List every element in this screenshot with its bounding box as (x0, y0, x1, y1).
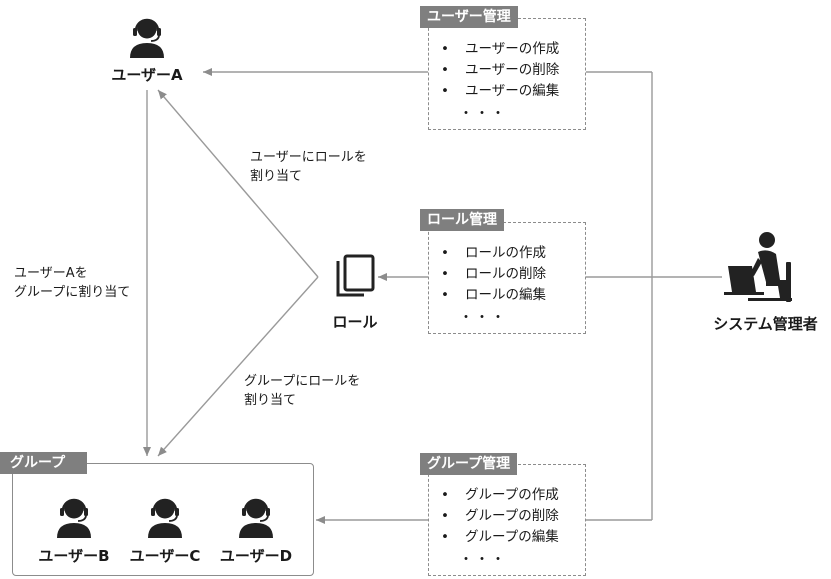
edge-label-assign-role-user: ユーザーにロールを 割り当て (250, 150, 367, 184)
group-title: グループ (0, 452, 88, 474)
role-copy-icon (336, 254, 375, 297)
role-label: ロール (332, 313, 378, 331)
group-management-box: •グループの作成 •グループの削除 •グループの編集 ・・・ (428, 464, 586, 576)
user-b-label: ユーザーB (38, 547, 110, 565)
edge-label-assign-group: ユーザーAを グループに割り当て (14, 266, 131, 300)
user-management-box: •ユーザーの作成 •ユーザーの削除 •ユーザーの編集 ・・・ (428, 18, 586, 130)
role-management-list: •ロールの作成 •ロールの削除 •ロールの編集 (441, 243, 546, 306)
group-frame (12, 463, 314, 576)
group-management-title: グループ管理 (420, 453, 518, 475)
list-item: •ロールの編集 (441, 287, 546, 303)
user-c-label: ユーザーC (129, 547, 201, 565)
role-management-box: •ロールの作成 •ロールの削除 •ロールの編集 ・・・ (428, 222, 586, 334)
list-item: •グループの編集 (441, 529, 559, 545)
more-ellipsis: ・・・ (459, 310, 507, 326)
role-to-group-arrow (157, 276, 319, 457)
role-management-title: ロール管理 (420, 209, 504, 231)
list-item: •ユーザーの編集 (441, 83, 560, 99)
more-ellipsis: ・・・ (459, 106, 507, 122)
user-a-headset-icon (130, 18, 164, 58)
user-c-headset-icon (148, 498, 182, 538)
role-to-user-arrow (157, 89, 319, 278)
list-item: •ロールの削除 (441, 266, 546, 282)
user-d-label: ユーザーD (219, 547, 293, 565)
list-item: •ロールの作成 (441, 245, 546, 261)
list-item: •ユーザーの削除 (441, 62, 560, 78)
user-a-label: ユーザーA (111, 66, 183, 84)
user-management-list: •ユーザーの作成 •ユーザーの削除 •ユーザーの編集 (441, 39, 559, 102)
user-management-title: ユーザー管理 (420, 6, 518, 28)
more-ellipsis: ・・・ (459, 552, 507, 568)
admin-label: システム管理者 (713, 315, 818, 333)
user-d-headset-icon (239, 498, 273, 538)
edge-label-assign-role-group: グループにロールを 割り当て (244, 374, 361, 408)
list-item: •ユーザーの作成 (441, 41, 560, 57)
list-item: •グループの作成 (441, 487, 559, 503)
user-b-headset-icon (57, 498, 91, 538)
list-item: •グループの削除 (441, 508, 559, 524)
admin-laptop-user-icon (724, 232, 792, 302)
group-management-list: •グループの作成 •グループの削除 •グループの編集 (441, 485, 559, 548)
